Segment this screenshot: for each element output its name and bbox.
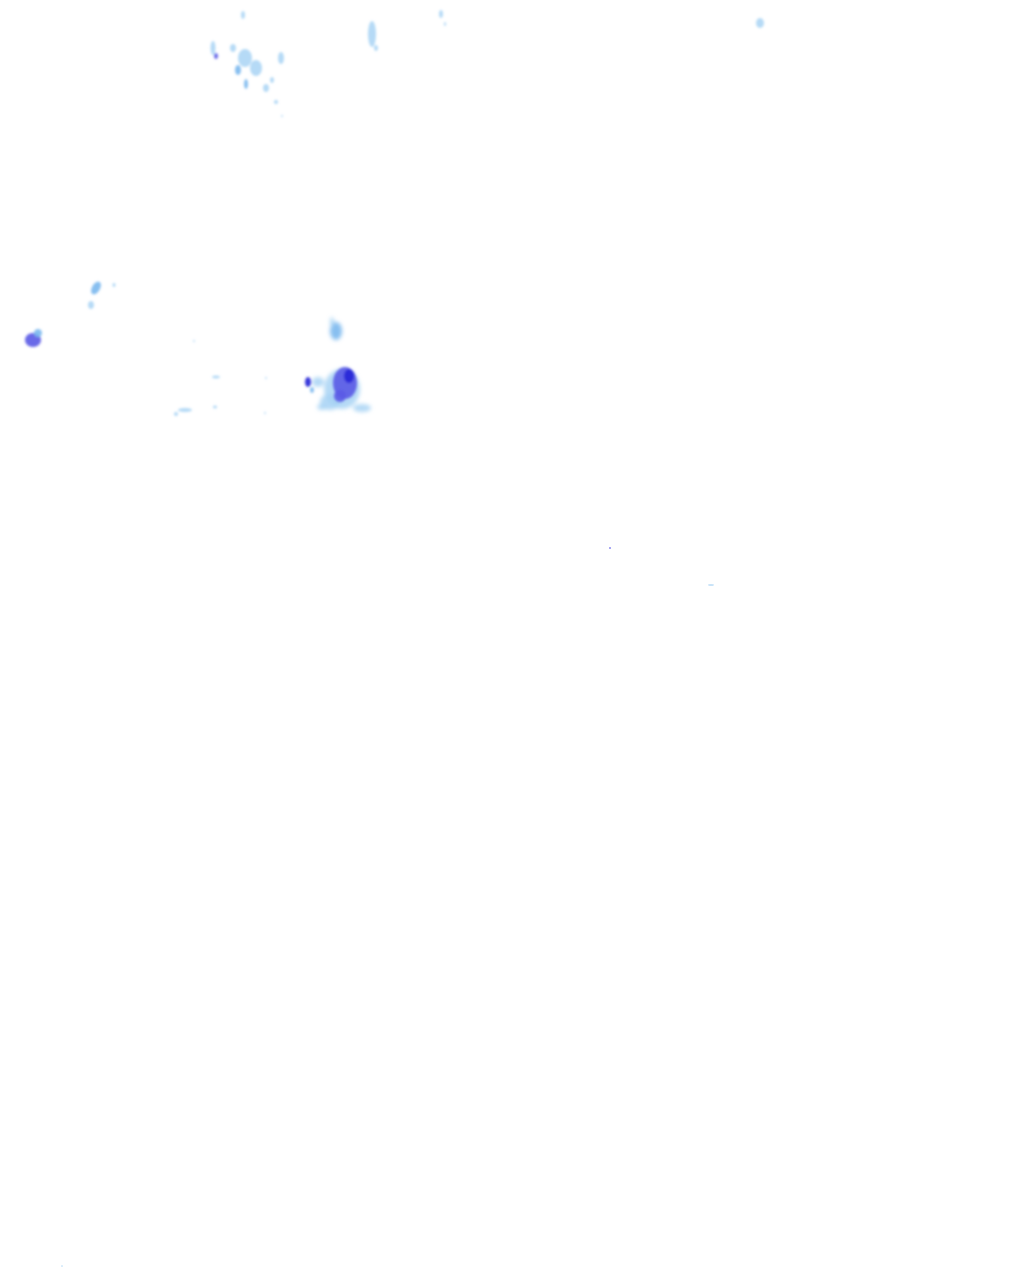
echo-light-cell [374,45,378,51]
echo-light-cell [368,21,376,47]
echo-light-cell [230,44,236,52]
echo-light-cell [708,584,714,586]
echo-light-cell [210,41,216,55]
echo-light-cell [212,375,220,379]
echo-cluster-north-west [210,11,284,117]
echo-light-cell [330,317,334,327]
echo-light-cell [353,404,371,412]
echo-light-cell [250,60,262,76]
echo-light-cell [439,10,443,18]
echo-cluster-main-storm [305,317,371,412]
echo-light-cell [317,404,327,410]
echo-light-cell [278,52,284,64]
echo-light-cell [263,84,269,92]
echo-moderate-cell [235,65,241,75]
echo-heavy-cell [214,53,218,59]
echo-light-cell [88,301,94,309]
echo-light-cell [241,11,245,19]
echo-light-cell [270,77,274,83]
echo-light-cell [281,115,283,117]
echo-heavy-cell [609,547,611,549]
echo-heavy-cell [334,390,346,402]
echo-cluster-west [25,281,116,347]
echo-light-cell [178,408,192,412]
echo-moderate-cell [34,329,42,337]
echo-very-heavy-cell [305,377,311,387]
echo-light-cell [238,49,252,67]
echo-cell-north-east [756,18,764,28]
echo-light-cell [264,412,266,414]
echo-specks-center [61,547,714,1267]
echo-light-cell [274,100,278,104]
echo-light-cell [444,22,446,26]
echo-light-cell [112,283,116,287]
echo-light-cell [213,405,217,409]
echo-light-cell [193,340,195,342]
echo-light-cell [756,18,764,28]
echo-moderate-cell [244,79,248,89]
echo-light-cell [174,412,178,416]
echo-moderate-cell [91,281,101,295]
echo-cluster-north-center [368,10,446,51]
echo-very-heavy-cell [344,369,354,383]
echo-light-cell [312,377,324,387]
echo-light-cell [265,377,267,379]
echo-moderate-cell [310,387,314,393]
echo-specks-south-west [174,340,267,416]
echo-moderate-cell [330,322,342,340]
echo-light-cell [61,1265,63,1267]
